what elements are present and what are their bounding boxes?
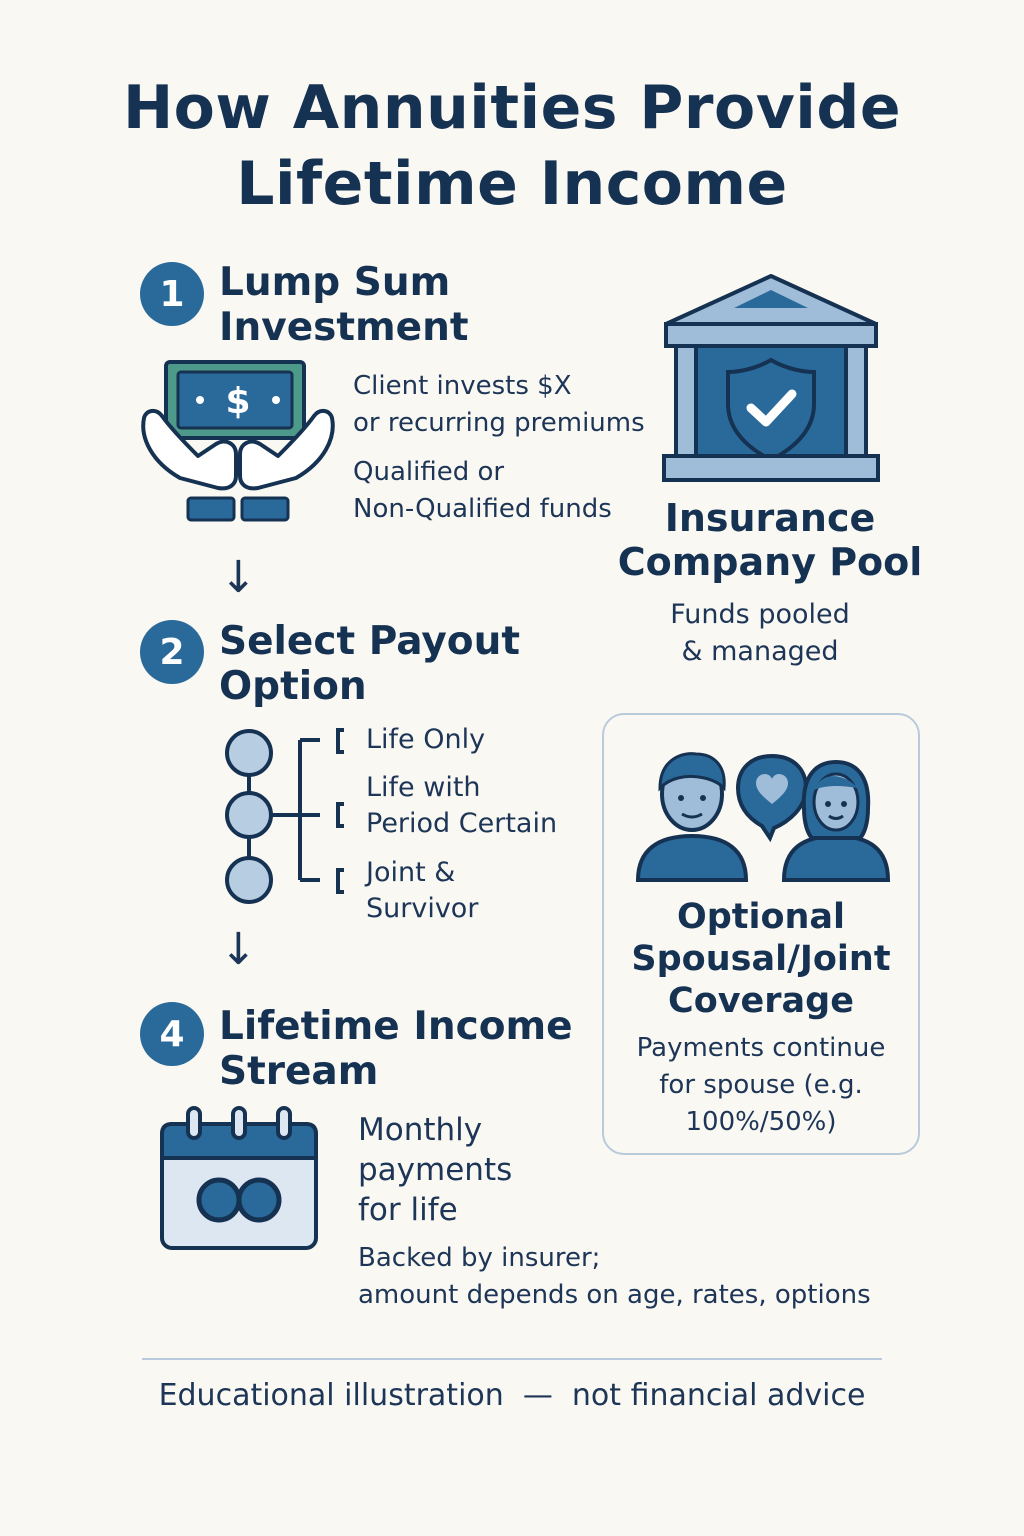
joint-title-line-3: Coverage — [668, 981, 854, 1021]
title-line-1: How Annuities Provide — [122, 73, 902, 143]
step-1-title-line-1: Lump Sum — [219, 260, 451, 305]
payout-option-life-only: Life Only — [366, 722, 485, 758]
step-4-title: Lifetime Income Stream — [219, 1004, 573, 1094]
page-title: How Annuities Provide Lifetime Income — [0, 70, 1024, 222]
step-4-text-2-line-2: amount depends on age, rates, options — [358, 1280, 871, 1310]
couple-heart-icon — [635, 752, 891, 882]
step-4-text-2-line-1: Backed by insurer; — [358, 1243, 601, 1273]
option-tree-icon — [225, 728, 344, 904]
joint-title-line-1: Optional — [676, 897, 846, 937]
step-4-text-1-line-3: for life — [358, 1192, 458, 1228]
joint-title: Optional Spousal/Joint Coverage — [600, 896, 922, 1022]
step-1-title: Lump Sum Investment — [219, 260, 469, 350]
step-2-title-line-1: Select Payout — [219, 619, 520, 664]
insurer-text: Funds pooled & managed — [620, 596, 900, 670]
calendar-infinity-icon — [160, 1106, 318, 1250]
step-4-title-line-1: Lifetime Income — [219, 1004, 573, 1049]
step-1-text-2: Qualified or Non-Qualified funds — [353, 454, 612, 528]
footer-divider — [142, 1358, 882, 1360]
step-2-title: Select Payout Option — [219, 619, 520, 709]
insurer-title-line-1: Insurance — [664, 496, 876, 540]
insurer-title-line-2: Company Pool — [617, 540, 923, 584]
step-1-text-1-line-2: or recurring premiums — [353, 408, 645, 438]
insurer-text-line-2: & managed — [681, 636, 839, 667]
step-4-title-line-2: Stream — [219, 1049, 379, 1094]
joint-text: Payments continue for spouse (e.g. 100%/… — [610, 1030, 912, 1141]
step-2-title-line-2: Option — [219, 664, 367, 709]
insurer-text-line-1: Funds pooled — [670, 599, 850, 630]
bank-shield-icon — [662, 274, 880, 482]
arrow-down-2: ↓ — [220, 924, 257, 975]
step-4-text-1-line-1: Monthly — [358, 1112, 483, 1148]
joint-text-line-2: for spouse (e.g. — [659, 1070, 863, 1100]
payout-option-2-line-2: Period Certain — [366, 808, 558, 839]
step-1-badge: 1 — [140, 262, 204, 326]
insurer-title: Insurance Company Pool — [600, 496, 940, 584]
footer-disclaimer: Educational illustration — not financial… — [158, 1378, 866, 1413]
svg-text:$: $ — [225, 381, 250, 422]
step-4-text-1: Monthly payments for life — [358, 1110, 512, 1230]
title-line-2: Lifetime Income — [236, 149, 788, 219]
step-4-text-2: Backed by insurer; amount depends on age… — [358, 1240, 871, 1314]
payout-option-3-line-1: Joint & — [366, 857, 456, 888]
joint-text-line-3: 100%/50%) — [685, 1107, 837, 1137]
payout-option-joint-survivor: Joint & Survivor — [366, 855, 478, 927]
step-1-title-line-2: Investment — [219, 305, 469, 350]
joint-text-line-1: Payments continue — [636, 1033, 886, 1063]
payout-option-3-line-2: Survivor — [366, 893, 479, 924]
step-4-badge: 4 — [140, 1002, 204, 1066]
payout-option-2-line-1: Life with — [366, 772, 481, 803]
hands-holding-money-icon: $ — [141, 360, 335, 522]
arrow-down-1: ↓ — [220, 552, 257, 603]
payout-option-1-line-1: Life Only — [366, 724, 486, 755]
step-1-text-1-line-1: Client invests $X — [353, 371, 572, 401]
joint-title-line-2: Spousal/Joint — [631, 939, 891, 979]
joint-coverage-card — [602, 713, 920, 1155]
step-1-text-1: Client invests $X or recurring premiums — [353, 368, 645, 442]
step-1-text-2-line-2: Non-Qualified funds — [353, 494, 612, 524]
step-2-badge: 2 — [140, 620, 204, 684]
payout-option-period-certain: Life with Period Certain — [366, 770, 557, 842]
step-1-text-2-line-1: Qualified or — [353, 457, 505, 487]
step-4-text-1-line-2: payments — [358, 1152, 513, 1188]
